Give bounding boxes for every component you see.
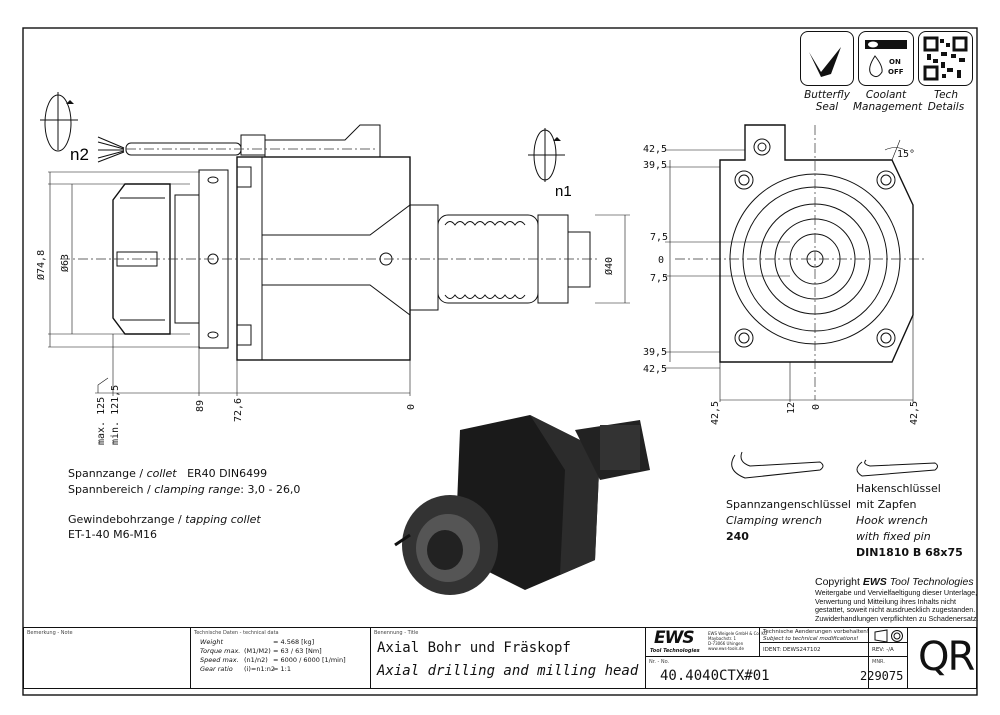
- ident-value: IDENT: DEWS247102: [763, 647, 821, 653]
- coolant-spray-icon: [97, 136, 125, 163]
- qr-cell: QR: [907, 627, 977, 689]
- coolant-on-label: ON: [889, 58, 901, 66]
- note-cell: Bemerkung - Note: [23, 627, 191, 689]
- changes-cell: Technische Aenderungen vorbehalten! Subj…: [759, 627, 869, 643]
- butterfly-seal-icon: [800, 31, 854, 86]
- ews-logo: EWS: [654, 628, 695, 648]
- front-view: 42,5 39,5 7,5 0 7,5 39,5 42,5 15° 42,5 1…: [643, 124, 925, 425]
- collet-spec: Spannzange / collet ER40 DIN6499: [68, 467, 268, 480]
- n1-label: n1: [555, 183, 572, 200]
- copyright-text: Weitergabe und Vervielfaeltigung dieser …: [815, 588, 979, 623]
- clamping-range-spec: Spannbereich / clamping range: 3,0 - 26,…: [68, 483, 301, 496]
- dim-42-5-top: 42,5: [643, 144, 667, 155]
- first-angle-projection-icon: [874, 629, 903, 643]
- copyright-title: Copyright EWS Tool Technologies: [815, 576, 974, 588]
- ews-logo-cell: EWS Tool Technologies EWS Weigele GmbH &…: [645, 627, 767, 657]
- tapping-collet-value: ET-1-40 M6-M16: [68, 528, 158, 541]
- dim-39-5-bot: 39,5: [643, 347, 667, 358]
- projection-symbol-cell: [868, 627, 908, 643]
- dim-89: 89: [195, 400, 206, 412]
- side-view: n2: [35, 92, 630, 445]
- title-english: Axial drilling and milling head: [377, 663, 639, 679]
- title-header: Benennung - Title: [374, 630, 419, 636]
- ews-logo-subtitle: Tool Technologies: [650, 648, 700, 654]
- dim-h-42-5-left: 42,5: [710, 401, 721, 425]
- mnr-header: MNR.: [872, 659, 885, 665]
- rotation-n1-icon: [528, 128, 565, 182]
- tech-header: Technische Daten - technical data: [194, 630, 279, 636]
- drawing-border: [22, 27, 978, 696]
- dim-42-5-bot: 42,5: [643, 364, 667, 375]
- tapping-collet-spec: Gewindebohrzange / tapping collet: [68, 513, 261, 526]
- dim-max-125: max. 125: [96, 397, 107, 445]
- mnr-cell: MNR. 229075: [860, 656, 908, 689]
- dim-dia-74-8: Ø74,8: [35, 250, 47, 280]
- coolant-management-icon: ON OFF: [858, 31, 914, 86]
- n2-label: n2: [70, 145, 89, 164]
- dim-min-121-5: min. 121,5: [110, 385, 121, 445]
- changes-german: Technische Aenderungen vorbehalten!: [763, 629, 869, 635]
- dim-0-side: 0: [406, 404, 417, 410]
- drawing-number: 40.4040CTX#01: [660, 668, 770, 684]
- dim-h-0: 0: [811, 404, 822, 410]
- hook-wrench-icon: [856, 459, 938, 477]
- dim-dia-40: Ø40: [603, 257, 615, 275]
- dim-7-5-bot: 7,5: [650, 273, 668, 284]
- dim-h-12: 12: [786, 402, 797, 414]
- note-header: Bemerkung - Note: [27, 630, 73, 636]
- dim-0-front: 0: [658, 255, 664, 266]
- revision-value: REV: -/A: [872, 647, 894, 653]
- dim-h-42-5-right: 42,5: [909, 401, 920, 425]
- changes-english: Subject to technical modifications!: [763, 636, 859, 642]
- rotation-n2-icon: [40, 92, 78, 152]
- qr-label: QR: [918, 634, 975, 680]
- dim-39-5-top: 39,5: [643, 160, 667, 171]
- dim-7-5-top: 7,5: [650, 232, 668, 243]
- number-cell: Nr. - No. 40.4040CTX#01: [645, 656, 869, 689]
- technical-data-cell: Technische Daten - technical data Weight…: [190, 627, 371, 689]
- ident-cell: IDENT: DEWS247102: [759, 642, 869, 657]
- dim-72-6: 72,6: [233, 398, 244, 422]
- title-german: Axial Bohr und Fräskopf: [377, 640, 571, 656]
- coolant-off-label: OFF: [888, 68, 904, 76]
- product-render: [394, 415, 650, 595]
- qr-code-icon[interactable]: [918, 31, 973, 86]
- number-header: Nr. - No.: [649, 659, 670, 665]
- title-cell: Benennung - Title Axial Bohr und Fräskop…: [370, 627, 646, 689]
- dim-angle-15: 15°: [897, 149, 915, 160]
- revision-cell: REV: -/A: [868, 642, 908, 657]
- clamping-wrench-icon: [731, 451, 824, 479]
- dim-dia-63: Ø63: [59, 254, 71, 272]
- mnr-value: 229075: [860, 669, 904, 683]
